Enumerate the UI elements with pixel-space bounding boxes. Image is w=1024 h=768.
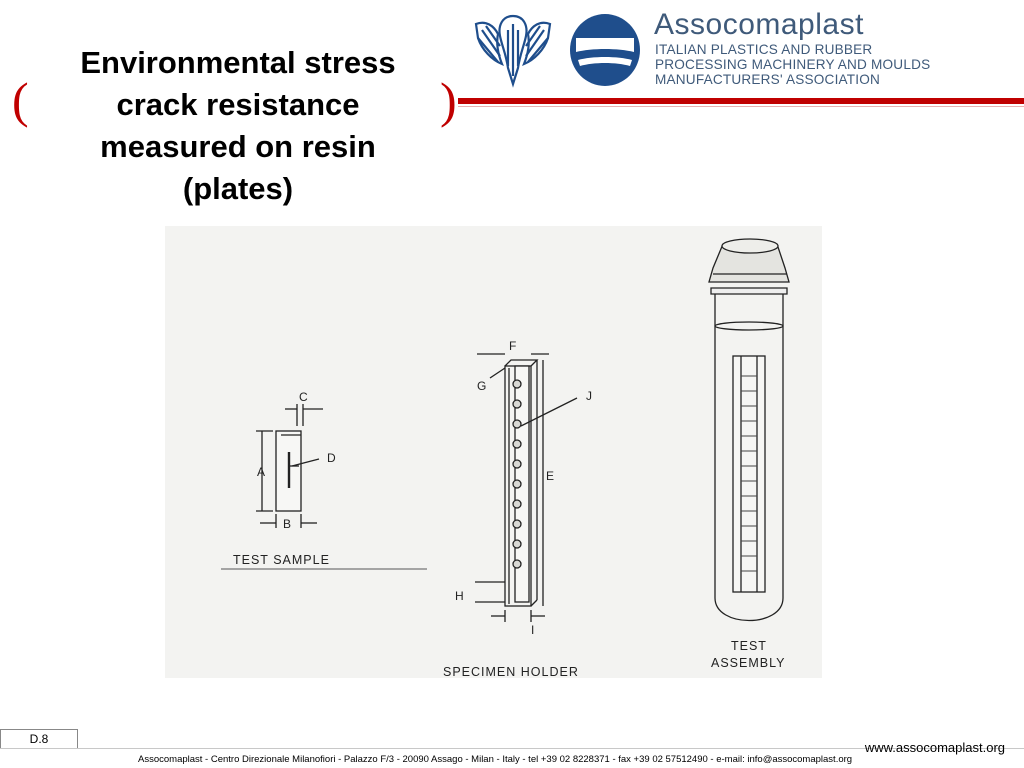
website-link[interactable]: www.assocomaplast.org [864, 740, 1005, 755]
brand-subtitle-line: ITALIAN PLASTICS AND RUBBER [655, 42, 873, 57]
open-parenthesis-decoration: ( [12, 72, 29, 128]
close-parenthesis-decoration: ) [440, 72, 457, 128]
slide-number: D.8 [0, 729, 78, 749]
label-f: F [509, 339, 516, 353]
confindustria-eagle-logo-icon [474, 14, 552, 88]
label-c: C [299, 390, 308, 404]
brand-subtitle: ITALIAN PLASTICS AND RUBBER PROCESSING M… [655, 42, 930, 87]
escr-test-diagram: C A D B TEST SAMPLE F G J E H I SPECIMEN… [165, 226, 822, 678]
label-g: G [477, 379, 486, 393]
brand-name: Assocomaplast [654, 8, 864, 41]
test-assembly-drawing [708, 238, 790, 622]
header-red-bar [458, 98, 1024, 104]
brand-subtitle-line: MANUFACTURERS' ASSOCIATION [655, 72, 881, 87]
specimen-holder-drawing [475, 353, 578, 622]
brand-subtitle-line: PROCESSING MACHINERY AND MOULDS [655, 57, 931, 72]
label-a: A [257, 465, 265, 479]
test-sample-caption: TEST SAMPLE [233, 553, 330, 567]
label-i: I [531, 623, 534, 637]
assocomaplast-logo-icon [570, 14, 640, 86]
label-d: D [327, 451, 336, 465]
label-h: H [455, 589, 464, 603]
specimen-holder-caption: SPECIMEN HOLDER [443, 665, 579, 678]
test-assembly-caption-line: ASSEMBLY [711, 656, 785, 670]
test-sample-drawing [221, 404, 427, 570]
header-red-bar-shadow [458, 106, 1024, 107]
label-b: B [283, 517, 291, 531]
footer-address: Assocomaplast - Centro Direzionale Milan… [138, 754, 853, 765]
slide-title: Environmental stress crack resistance me… [80, 45, 396, 206]
test-assembly-caption-line: TEST [731, 639, 767, 653]
label-e: E [546, 469, 554, 483]
footer-divider [0, 748, 1024, 749]
label-j: J [586, 389, 592, 403]
